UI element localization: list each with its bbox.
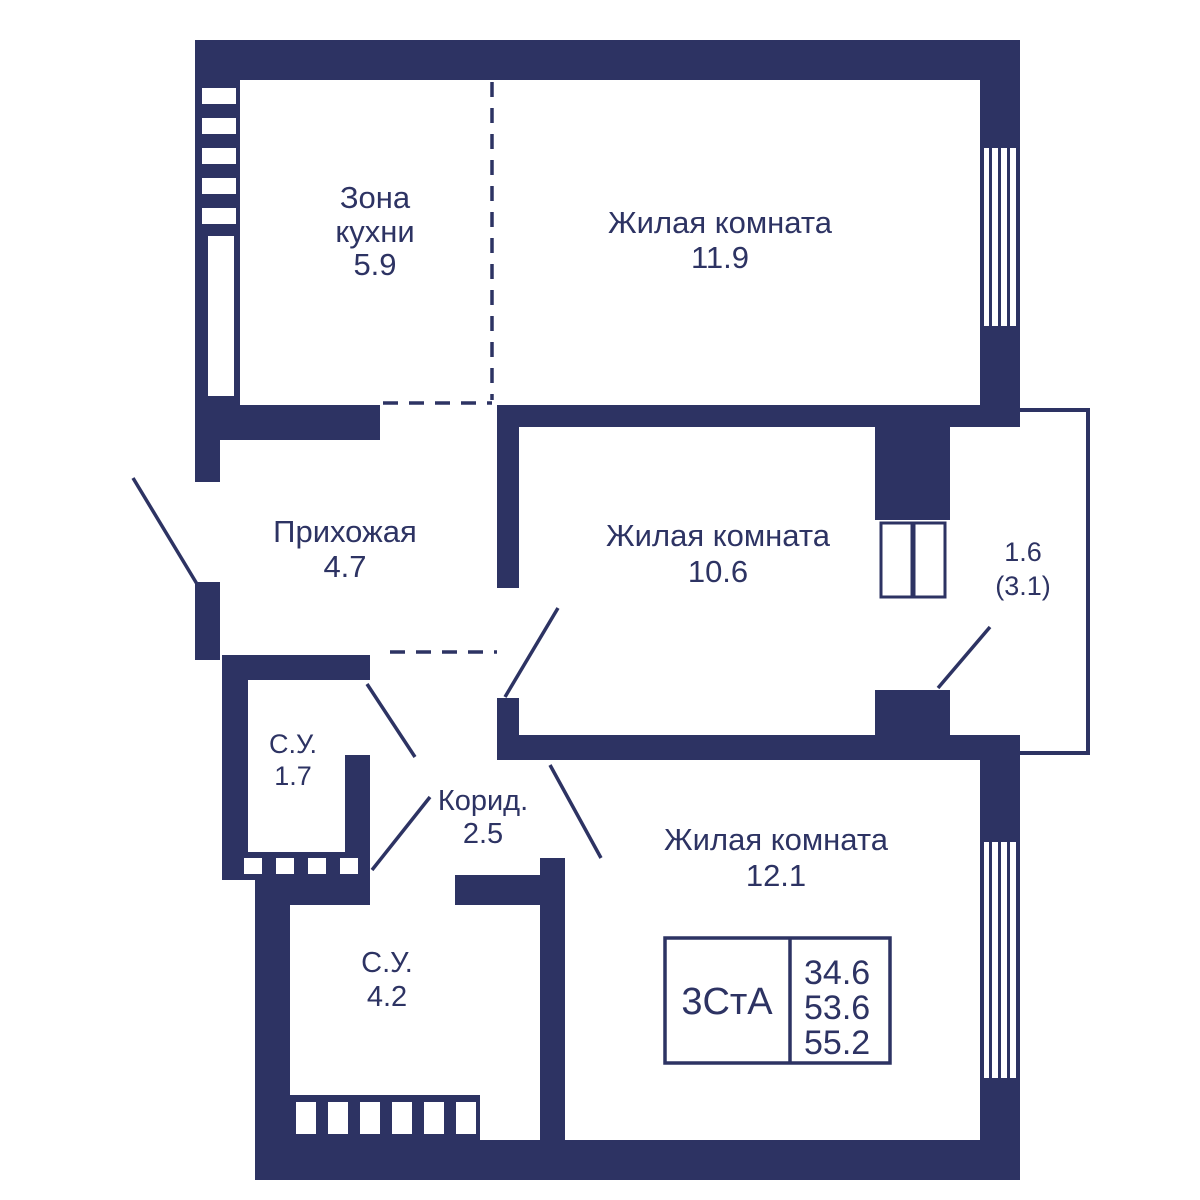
wall-segment bbox=[222, 655, 248, 880]
shaft-channel bbox=[208, 236, 234, 396]
vent-slot bbox=[360, 1102, 380, 1134]
glazing-bar bbox=[998, 148, 1001, 326]
label-kitchen-area: 5.9 bbox=[353, 247, 396, 282]
label-balcony-total: (3.1) bbox=[995, 571, 1051, 601]
vent-slot bbox=[328, 1102, 348, 1134]
label-living1-name: Жилая комната bbox=[608, 205, 833, 240]
label-balcony-area: 1.6 bbox=[1004, 537, 1042, 567]
wall-segment bbox=[497, 405, 1020, 427]
glazing-bar bbox=[1007, 148, 1010, 326]
label-bathroom1-name: С.У. bbox=[269, 729, 317, 759]
door-leaf-balcony bbox=[936, 625, 992, 690]
room-labels: Зона кухни 5.9 Жилая комната 11.9 Прихож… bbox=[269, 180, 1051, 1013]
vent-slots bbox=[202, 88, 476, 1134]
door-leaf-living2 bbox=[503, 607, 560, 698]
stamp-layout-type: 3СтА bbox=[681, 981, 773, 1023]
wall-segment bbox=[497, 698, 519, 735]
label-hallway-name: Прихожая bbox=[273, 514, 417, 549]
wall-segment bbox=[540, 858, 565, 1145]
door-leaf-living3 bbox=[548, 764, 603, 859]
wall-segment bbox=[875, 690, 950, 735]
apartment-stamp: 3СтА 34.6 53.6 55.2 bbox=[663, 936, 892, 1065]
label-kitchen-name-2: кухни bbox=[335, 214, 414, 249]
vent-slot bbox=[202, 148, 236, 164]
door-leaf-bathroom2 bbox=[370, 795, 432, 872]
label-living2-area: 10.6 bbox=[688, 554, 748, 589]
wall-segment bbox=[285, 1095, 480, 1140]
label-corridor-area: 2.5 bbox=[463, 818, 503, 850]
glazing-bar bbox=[989, 842, 992, 1078]
stamp-box bbox=[663, 936, 892, 1065]
stamp-area-total: 55.2 bbox=[804, 1024, 870, 1062]
window-bottom-right bbox=[984, 842, 1016, 1078]
label-corridor-name: Корид. bbox=[438, 785, 528, 817]
wall-segment bbox=[497, 427, 519, 588]
wall-segment bbox=[255, 875, 370, 905]
vent-slot bbox=[244, 858, 262, 874]
window-frame bbox=[879, 521, 914, 599]
vent-slot bbox=[202, 208, 236, 224]
vent-slot bbox=[276, 858, 294, 874]
wall-segment bbox=[195, 582, 220, 660]
vent-slot bbox=[340, 858, 358, 874]
vent-slot bbox=[202, 118, 236, 134]
vent-slot bbox=[202, 88, 236, 104]
window-frame bbox=[912, 521, 947, 599]
wall-segment bbox=[255, 1140, 1020, 1180]
label-living3-name: Жилая комната bbox=[664, 822, 889, 857]
wall-segment bbox=[222, 655, 370, 680]
zone-dividers bbox=[383, 82, 497, 654]
wall-segment bbox=[195, 40, 1020, 80]
label-bathroom2-name: С.У. bbox=[361, 947, 413, 979]
stamp-area-main: 53.6 bbox=[804, 989, 870, 1027]
label-living2-name: Жилая комната bbox=[606, 518, 831, 553]
label-living3-area: 12.1 bbox=[746, 858, 806, 893]
wall-segment bbox=[255, 905, 290, 1145]
glazing-bar bbox=[998, 842, 1001, 1078]
vent-slot bbox=[456, 1102, 476, 1134]
doors bbox=[131, 477, 992, 872]
door-leaf-entry bbox=[131, 477, 199, 585]
wall-segment bbox=[195, 405, 380, 440]
label-hallway-area: 4.7 bbox=[323, 549, 366, 584]
glazing-bar bbox=[1007, 842, 1010, 1078]
wall-segment bbox=[875, 427, 950, 520]
stamp-area-living: 34.6 bbox=[804, 954, 870, 992]
label-bathroom2-area: 4.2 bbox=[367, 981, 407, 1013]
vent-slot bbox=[296, 1102, 316, 1134]
label-kitchen-name-1: Зона bbox=[340, 180, 411, 215]
vent-slot bbox=[392, 1102, 412, 1134]
wall-segment bbox=[497, 735, 1020, 760]
window-top-right bbox=[984, 148, 1016, 326]
door-leaf-bathroom1 bbox=[365, 683, 417, 758]
vent-slot bbox=[202, 178, 236, 194]
window-living2-balcony bbox=[879, 521, 947, 599]
glazing-bar bbox=[989, 148, 992, 326]
label-living1-area: 11.9 bbox=[691, 240, 749, 275]
vent-slot bbox=[308, 858, 326, 874]
vent-slot bbox=[424, 1102, 444, 1134]
wall-segment bbox=[195, 440, 220, 482]
label-bathroom1-area: 1.7 bbox=[274, 761, 312, 791]
